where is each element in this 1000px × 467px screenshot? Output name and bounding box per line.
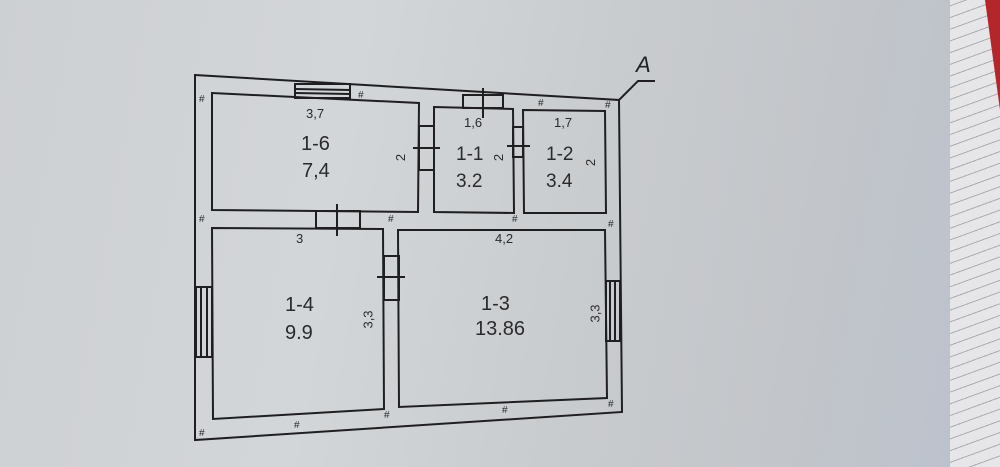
marker-leader xyxy=(618,80,655,101)
room-1-3-wall xyxy=(396,229,609,409)
window-right xyxy=(605,280,621,342)
room-1-1-height: 2 xyxy=(491,153,507,162)
paper-background xyxy=(0,0,955,467)
room-1-6-height: 2 xyxy=(393,153,409,162)
room-1-3-height: 3,3 xyxy=(587,304,603,323)
room-1-4-width: 3 xyxy=(296,231,304,246)
room-1-2-id: 1-2 xyxy=(546,144,574,165)
svg-text:#: # xyxy=(388,214,394,225)
room-1-3-width: 4,2 xyxy=(495,231,514,246)
svg-text:#: # xyxy=(605,100,611,111)
svg-text:#: # xyxy=(358,90,364,101)
room-1-6-width: 3,7 xyxy=(306,106,325,121)
room-1-6-wall xyxy=(211,91,421,214)
svg-text:#: # xyxy=(384,410,390,421)
room-1-6-id: 1-6 xyxy=(301,133,330,155)
door-1-1-1-2 xyxy=(512,126,524,158)
section-marker: A xyxy=(636,52,651,77)
svg-text:#: # xyxy=(512,214,518,225)
window-top xyxy=(294,83,351,99)
svg-text:#: # xyxy=(538,98,544,109)
svg-text:#: # xyxy=(199,428,205,439)
room-1-2-area: 3.4 xyxy=(546,171,573,192)
svg-text:#: # xyxy=(608,219,614,230)
room-1-1-width: 1,6 xyxy=(464,115,483,130)
svg-text:#: # xyxy=(199,214,205,225)
room-1-6-area: 7,4 xyxy=(302,160,330,182)
room-1-3-area: 13.86 xyxy=(475,318,526,340)
document-edge xyxy=(950,0,1000,467)
room-1-4-area: 9.9 xyxy=(285,322,313,344)
window-left xyxy=(195,286,213,358)
room-1-4-height: 3,3 xyxy=(360,310,376,329)
room-1-2-width: 1,7 xyxy=(554,115,573,130)
svg-text:#: # xyxy=(608,399,614,410)
room-1-2-wall xyxy=(521,108,608,214)
svg-text:#: # xyxy=(199,94,205,105)
svg-text:#: # xyxy=(294,420,300,431)
room-1-2-height: 2 xyxy=(583,158,599,167)
room-1-1-area: 3.2 xyxy=(456,171,483,192)
hatch-marks: # # # # # # # # # # # # # xyxy=(199,90,614,439)
room-1-3-id: 1-3 xyxy=(481,293,510,315)
svg-text:#: # xyxy=(502,405,508,416)
room-1-4-id: 1-4 xyxy=(285,294,314,316)
room-1-1-id: 1-1 xyxy=(456,144,484,165)
